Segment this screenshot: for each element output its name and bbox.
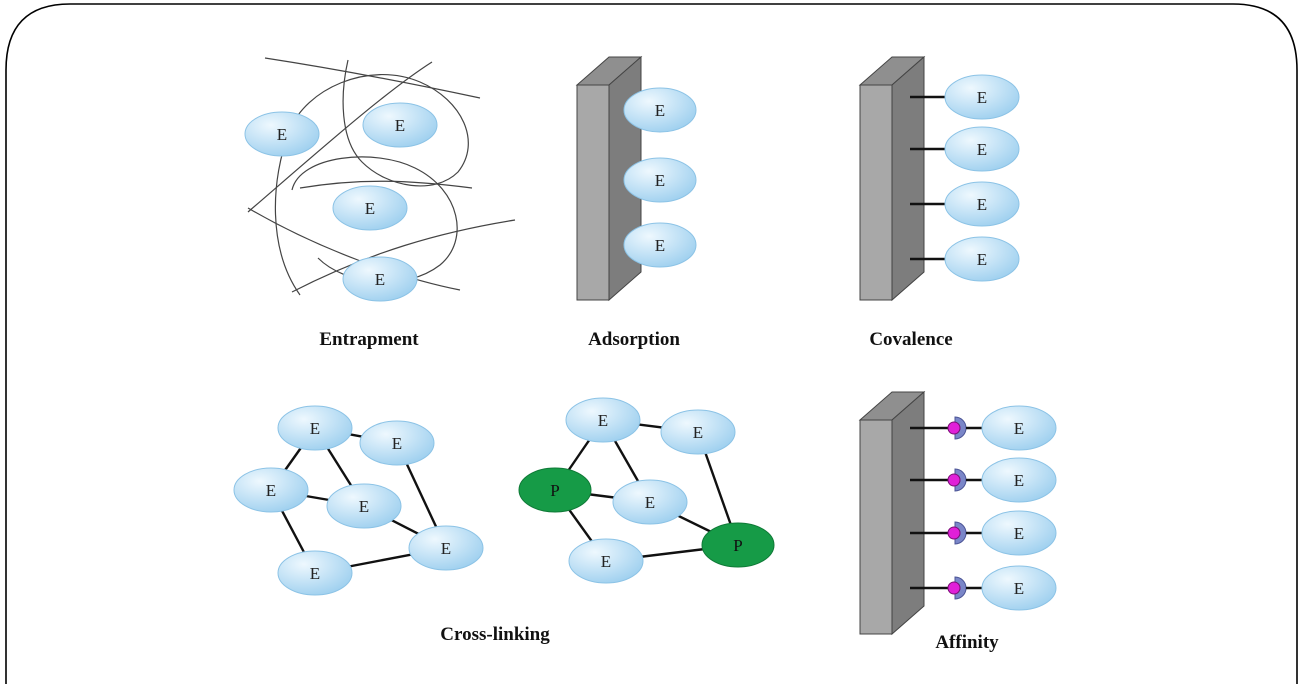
entrapment-label: Entrapment <box>319 329 419 350</box>
bound-enzyme-2: E <box>944 126 1020 172</box>
enzyme-label: E <box>365 199 375 218</box>
cross-linked-enzyme-1: E <box>277 405 353 451</box>
adsorbed-enzyme-3: E <box>623 222 697 268</box>
covalence-label: Covalence <box>869 329 952 350</box>
cross-linking-polymer-panel: E E P E P E <box>518 397 775 584</box>
cross-linked-enzyme-4: E <box>326 483 402 529</box>
enzyme-label: E <box>977 250 987 269</box>
cross-linked-enzyme-2: E <box>660 409 736 455</box>
bound-enzyme-3: E <box>944 181 1020 227</box>
enzyme-label: E <box>1014 419 1024 438</box>
cross-linked-enzyme-5: E <box>408 525 484 571</box>
cross-linking-label: Cross-linking <box>440 624 550 645</box>
enzyme-label: E <box>441 539 451 558</box>
cross-linked-enzyme-1: E <box>565 397 641 443</box>
entrapment-panel: E E E E Entrapment <box>244 57 516 350</box>
cross-linked-enzyme-2: E <box>359 420 435 466</box>
adsorbed-enzyme-2: E <box>623 157 697 203</box>
diagram-frame <box>5 3 1298 684</box>
enzyme-label: E <box>1014 471 1024 490</box>
enzyme-label: E <box>1014 524 1024 543</box>
cross-linking-enzymes-panel: E E E E E E <box>233 405 484 596</box>
enzyme-label: E <box>645 493 655 512</box>
enzyme-label: E <box>310 564 320 583</box>
adsorption-panel: E E E Adsorption <box>575 55 697 350</box>
enzyme-label: E <box>655 171 665 190</box>
entrapped-enzyme-4: E <box>342 256 418 302</box>
enzyme-label: E <box>392 434 402 453</box>
cross-linked-enzyme-3: E <box>233 467 309 513</box>
affinity-label: Affinity <box>935 632 999 653</box>
adsorbed-enzyme-1: E <box>623 87 697 133</box>
enzyme-label: E <box>655 236 665 255</box>
affinity-ligand-2 <box>910 468 984 492</box>
covalence-panel: E E E E Covalence <box>858 55 1020 350</box>
cross-linked-enzyme-4: E <box>568 538 644 584</box>
polymer-node-2: P <box>701 522 775 568</box>
bound-enzyme-1: E <box>944 74 1020 120</box>
enzyme-label: E <box>977 140 987 159</box>
affinity-enzyme-4: E <box>981 565 1057 611</box>
enzyme-label: E <box>1014 579 1024 598</box>
enzyme-label: E <box>598 411 608 430</box>
entrapped-enzyme-2: E <box>362 102 438 148</box>
polymer-label: P <box>733 536 742 555</box>
affinity-enzyme-1: E <box>981 405 1057 451</box>
polymer-label: P <box>550 481 559 500</box>
solid-support <box>858 55 926 302</box>
polymer-node-1: P <box>518 467 592 513</box>
adsorption-label: Adsorption <box>588 329 680 350</box>
enzyme-label: E <box>277 125 287 144</box>
solid-support <box>858 390 926 636</box>
affinity-panel: E E E E <box>858 390 1057 653</box>
enzyme-label: E <box>601 552 611 571</box>
enzyme-label: E <box>395 116 405 135</box>
enzyme-label: E <box>266 481 276 500</box>
enzyme-label: E <box>977 88 987 107</box>
enzyme-label: E <box>375 270 385 289</box>
enzyme-label: E <box>359 497 369 516</box>
enzyme-label: E <box>310 419 320 438</box>
cross-linked-enzyme-3: E <box>612 479 688 525</box>
affinity-enzyme-2: E <box>981 457 1057 503</box>
affinity-enzyme-3: E <box>981 510 1057 556</box>
cross-linked-enzyme-6: E <box>277 550 353 596</box>
enzyme-label: E <box>977 195 987 214</box>
polymer-fiber-network <box>247 57 516 296</box>
enzyme-label: E <box>693 423 703 442</box>
affinity-ligand-4 <box>910 576 984 600</box>
affinity-ligand-3 <box>910 521 984 545</box>
entrapped-enzyme-1: E <box>244 111 320 157</box>
bound-enzyme-4: E <box>944 236 1020 282</box>
enzyme-label: E <box>655 101 665 120</box>
entrapped-enzyme-3: E <box>332 185 408 231</box>
affinity-ligand-1 <box>910 416 984 440</box>
